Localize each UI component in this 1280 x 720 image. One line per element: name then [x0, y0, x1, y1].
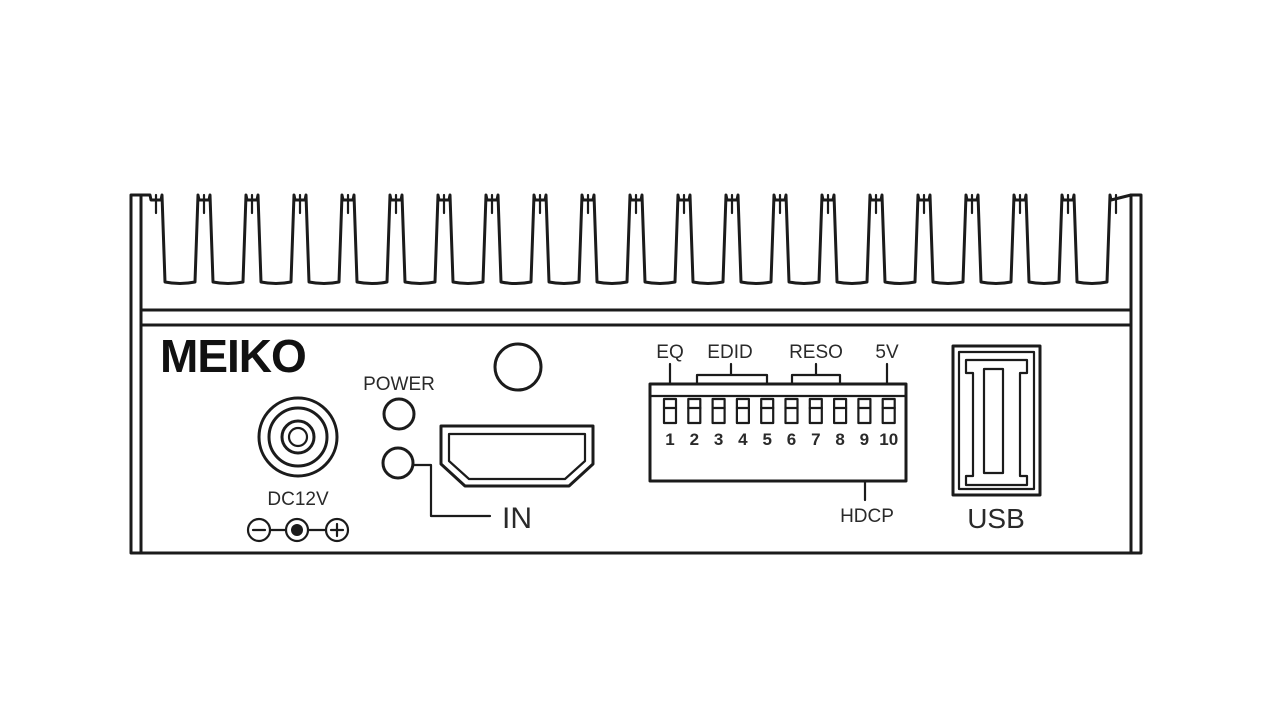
dip-number-6: 6	[787, 430, 796, 449]
dip-number-1: 1	[665, 430, 674, 449]
dip-number-9: 9	[860, 430, 869, 449]
dip-number-7: 7	[811, 430, 820, 449]
heatsink-fin-outline	[139, 193, 1133, 312]
dip-number-10: 10	[879, 430, 898, 449]
minus-circle-icon	[246, 517, 272, 543]
plus-circle-icon	[324, 517, 350, 543]
input-led	[381, 446, 415, 480]
dip-switch-8[interactable]	[832, 397, 848, 425]
dip-switch-9[interactable]	[857, 397, 872, 425]
dip-switch-3[interactable]	[711, 397, 726, 425]
dip-group-label-5v: 5V	[875, 342, 899, 363]
hdcp-label: HDCP	[840, 506, 894, 527]
polarity-symbol	[246, 517, 350, 543]
input-leader-line	[411, 463, 492, 518]
center-pin-icon	[284, 517, 310, 543]
dc-label: DC12V	[267, 489, 329, 510]
dip-switch-block	[648, 382, 908, 483]
dip-group-label-edid: EDID	[707, 342, 752, 363]
input-label: IN	[502, 502, 532, 535]
dip-switch-7[interactable]	[808, 397, 823, 425]
dip-number-8: 8	[835, 430, 844, 449]
brand-logo: MEIKO	[160, 330, 306, 382]
panel-body	[139, 308, 1133, 555]
dip-switch-1[interactable]	[662, 397, 678, 425]
dc-power-jack[interactable]	[257, 396, 339, 478]
dip-group-label-reso: RESO	[789, 342, 843, 363]
dip-number-2: 2	[690, 430, 699, 449]
dip-group-label-eq: EQ	[656, 342, 683, 363]
power-label: POWER	[363, 374, 435, 395]
power-led	[382, 397, 416, 431]
usb-label: USB	[967, 503, 1025, 534]
heatsink-fins	[139, 193, 1133, 312]
round-button[interactable]	[493, 342, 543, 392]
dip-switch-2[interactable]	[687, 397, 702, 425]
usb-port[interactable]	[951, 344, 1042, 497]
dip-number-5: 5	[762, 430, 771, 449]
dip-switch-10[interactable]	[881, 397, 896, 425]
hdmi-input-port[interactable]	[439, 424, 595, 488]
dip-switch-4[interactable]	[735, 397, 751, 425]
dip-switch-6[interactable]	[784, 397, 799, 425]
dip-number-4: 4	[738, 430, 748, 449]
dip-switches	[662, 397, 896, 425]
dip-number-3: 3	[714, 430, 723, 449]
dip-switch-5[interactable]	[760, 397, 775, 425]
